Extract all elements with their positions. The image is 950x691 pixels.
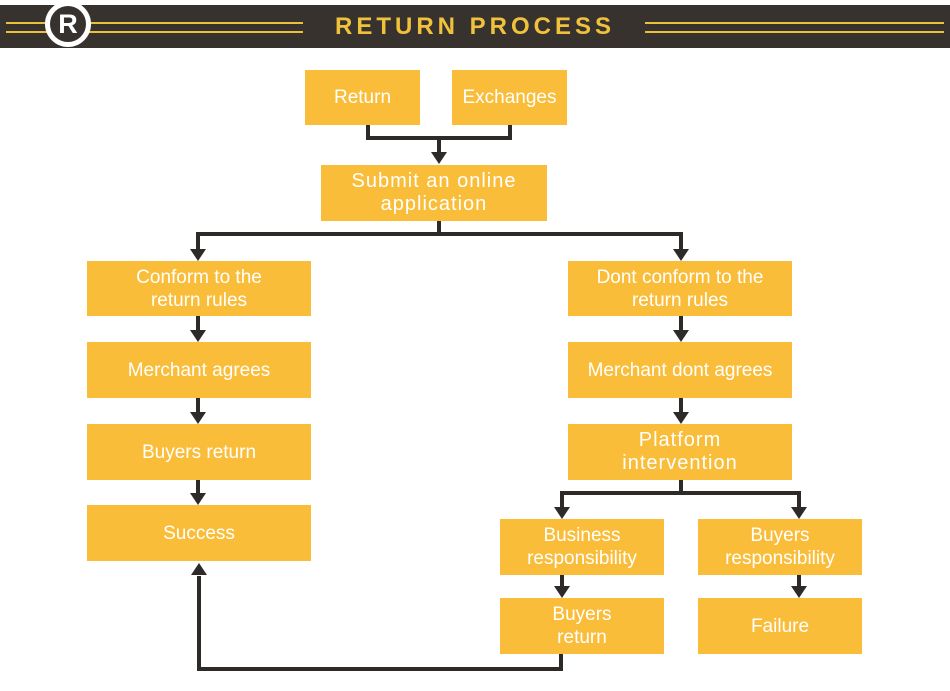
node-submit-application: Submit an online application xyxy=(321,165,547,221)
arrowhead-into-submit xyxy=(431,152,447,164)
header-bar: R RETURN PROCESS xyxy=(0,1,950,48)
node-success: Success xyxy=(87,505,311,561)
connector-merchant-dont-down xyxy=(679,398,683,413)
connector-left-branch xyxy=(196,232,200,250)
connector-loop-horizontal xyxy=(197,667,563,671)
arrowhead-into-merchant-dont-agrees xyxy=(673,330,689,342)
connector-loop-up xyxy=(197,576,201,671)
header-right-line-bottom xyxy=(645,31,944,33)
node-dont-conform-rules: Dont conform to the return rules xyxy=(568,261,792,316)
page-title: RETURN PROCESS xyxy=(334,13,616,40)
connector-dont-conform-down xyxy=(679,316,683,331)
arrowhead-into-buyers-return-right xyxy=(554,586,570,598)
connector-merchant-agrees-down xyxy=(196,398,200,413)
arrowhead-into-dont-conform xyxy=(673,249,689,261)
connector-resp-split xyxy=(560,491,801,495)
arrowhead-into-failure xyxy=(791,586,807,598)
connector-buyers-return-down xyxy=(196,480,200,494)
arrowhead-into-platform xyxy=(673,412,689,424)
node-business-responsibility: Business responsibility xyxy=(500,519,664,575)
header-left-line-bottom xyxy=(6,31,303,33)
connector-platform-down xyxy=(679,480,683,495)
connector-branch-split xyxy=(196,232,683,236)
arrowhead-into-merchant-agrees xyxy=(190,330,206,342)
connector-exchanges-down xyxy=(508,125,512,140)
connector-buyers-branch xyxy=(797,491,801,508)
arrowhead-into-buyers-return-left xyxy=(190,412,206,424)
node-merchant-dont-agrees: Merchant dont agrees xyxy=(568,342,792,398)
node-failure: Failure xyxy=(698,598,862,654)
node-conform-rules: Conform to the return rules xyxy=(87,261,311,316)
connector-buyers-resp-down xyxy=(797,575,801,588)
node-buyers-return-left: Buyers return xyxy=(87,424,311,480)
arrowhead-into-success xyxy=(190,493,206,505)
arrowhead-into-success-bottom xyxy=(191,563,207,575)
connector-business-branch xyxy=(560,491,564,508)
connector-conform-down xyxy=(196,316,200,331)
node-merchant-agrees: Merchant agrees xyxy=(87,342,311,398)
arrowhead-into-conform xyxy=(190,249,206,261)
header-right-line-top xyxy=(645,22,944,24)
connector-from-submit xyxy=(437,221,441,236)
connector-right-branch xyxy=(679,232,683,250)
connector-business-down xyxy=(560,575,564,588)
connector-to-submit xyxy=(437,136,441,152)
arrowhead-into-buyers-resp xyxy=(791,507,807,519)
logo-letter: R xyxy=(58,8,78,39)
node-exchanges: Exchanges xyxy=(452,70,567,125)
header-left-line-top xyxy=(6,22,303,24)
node-return: Return xyxy=(305,70,420,125)
node-buyers-responsibility: Buyers responsibility xyxy=(698,519,862,575)
arrowhead-into-business-resp xyxy=(554,507,570,519)
logo-r-badge: R xyxy=(45,1,91,47)
connector-loop-down xyxy=(559,654,563,671)
node-buyers-return-right: Buyers return xyxy=(500,598,664,654)
connector-return-down xyxy=(366,125,370,140)
node-platform-intervention: Platform intervention xyxy=(568,424,792,480)
